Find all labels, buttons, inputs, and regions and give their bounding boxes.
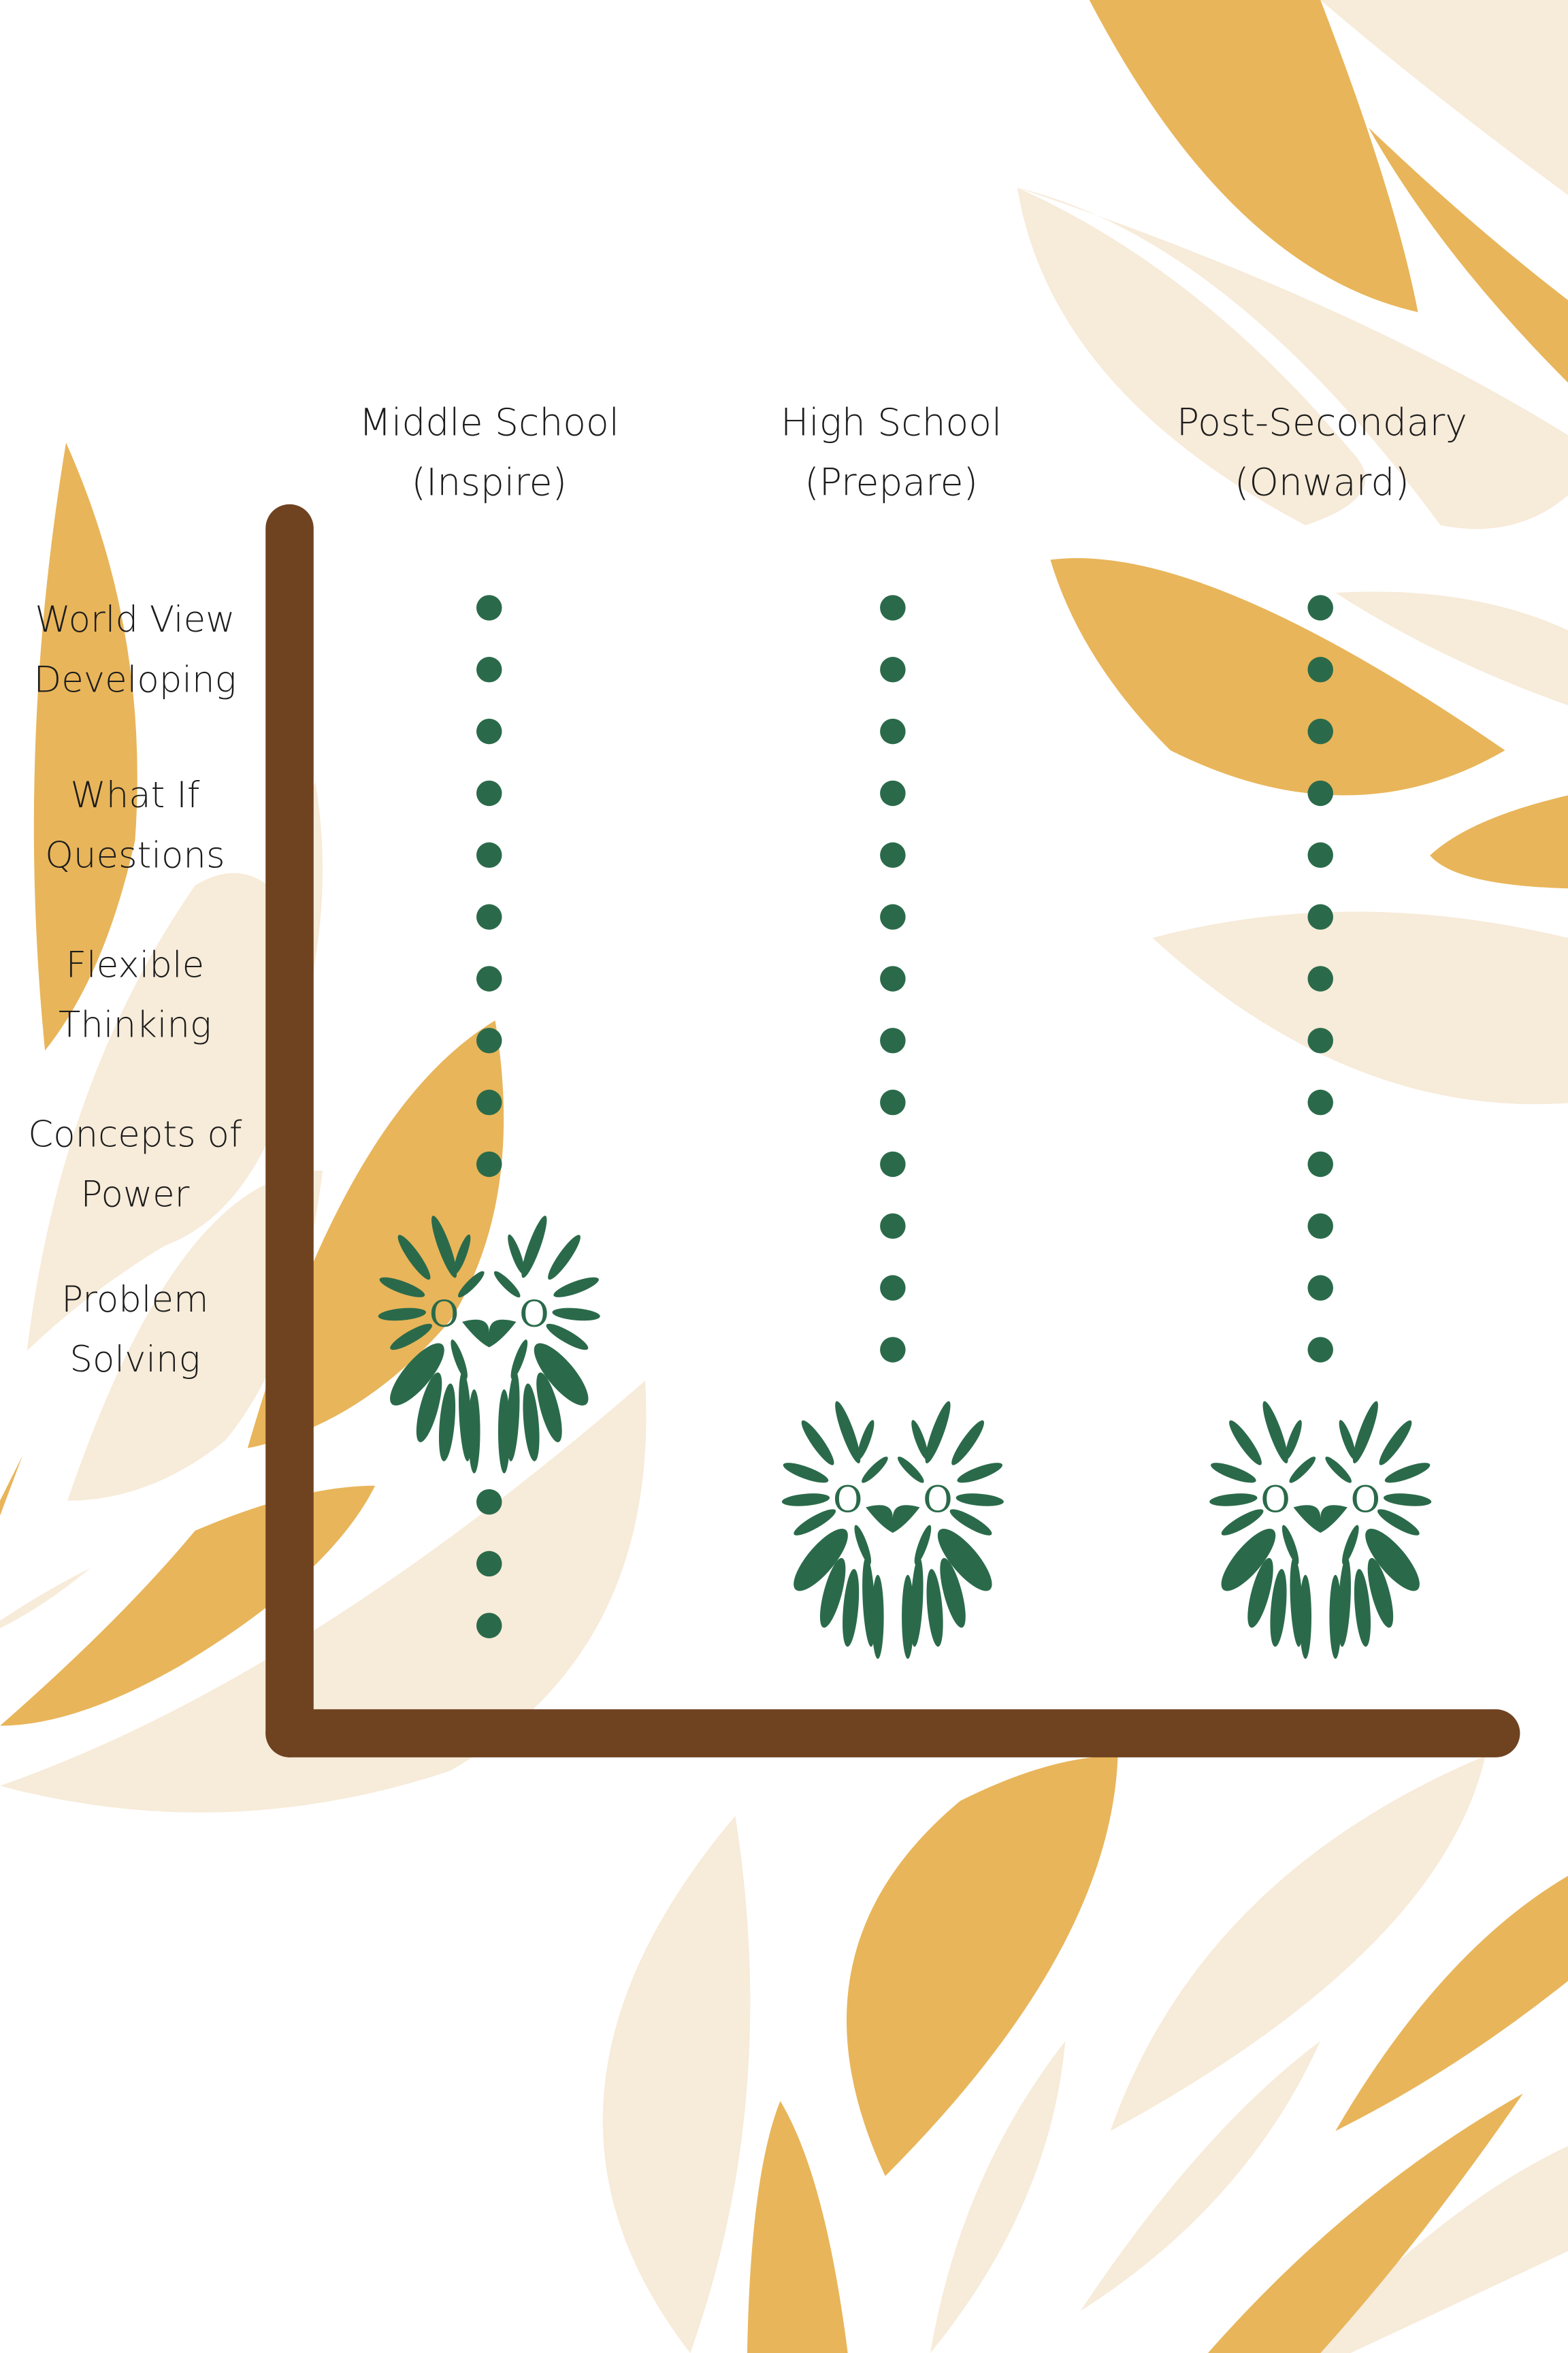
- row-label-line: Questions: [45, 834, 225, 877]
- progress-dot: [476, 657, 502, 683]
- progress-dot: [880, 718, 906, 745]
- owl-logo-icon: [781, 1399, 1004, 1659]
- progress-dot: [1307, 1151, 1333, 1178]
- row-label-line: World View: [35, 598, 235, 641]
- progress-dot: [880, 1337, 906, 1363]
- progress-dot: [880, 842, 906, 869]
- owl-logo-icon: [1209, 1399, 1432, 1659]
- progress-dot: [1307, 842, 1333, 869]
- progress-dot: [880, 966, 906, 992]
- progress-dot: [476, 595, 502, 621]
- progress-dot: [1307, 1275, 1333, 1301]
- column-subtitle: (Inspire): [411, 460, 568, 504]
- progress-dot: [1307, 718, 1333, 745]
- progress-dot: [880, 1275, 906, 1301]
- progress-dot: [880, 780, 906, 807]
- progress-dot: [1307, 904, 1333, 930]
- progress-dot: [1307, 595, 1333, 621]
- row-label-flexible-thinking: Flexible Thinking: [0, 935, 270, 1055]
- progress-dot: [476, 1551, 502, 1577]
- progress-dot: [476, 1089, 502, 1116]
- progress-dot: [1307, 657, 1333, 683]
- progress-dot: [1307, 1337, 1333, 1363]
- column-subtitle: (Prepare): [804, 460, 979, 504]
- column-title: High School: [780, 400, 1002, 444]
- progress-dot: [880, 904, 906, 930]
- progress-dot: [880, 1028, 906, 1054]
- column-header-post-secondary: Post-Secondary (Onward): [1142, 393, 1502, 513]
- column-title: Middle School: [359, 400, 620, 444]
- progress-dot: [476, 966, 502, 992]
- progress-dot: [1307, 1089, 1333, 1116]
- row-label-line: Power: [80, 1173, 190, 1216]
- row-label-line: Concepts of: [28, 1113, 242, 1156]
- row-label-world-view: World View Developing: [0, 589, 270, 709]
- progress-dot: [1307, 1028, 1333, 1054]
- progress-dot: [476, 718, 502, 745]
- row-label-what-if: What If Questions: [0, 765, 270, 885]
- owl-logo-icon: [378, 1214, 601, 1474]
- column-header-middle-school: Middle School (Inspire): [309, 393, 669, 513]
- progress-dot: [476, 904, 502, 930]
- row-label-line: Solving: [69, 1338, 201, 1381]
- progress-dot: [880, 595, 906, 621]
- progress-dot: [476, 1028, 502, 1054]
- progress-dot: [1307, 966, 1333, 992]
- row-label-line: Thinking: [59, 1004, 212, 1046]
- progress-dot: [476, 1612, 502, 1638]
- row-label-problem-solving: Problem Solving: [0, 1269, 270, 1389]
- row-label-line: What If: [70, 774, 200, 817]
- column-header-high-school: High School (Prepare): [711, 393, 1071, 513]
- progress-dot: [476, 780, 502, 807]
- progress-dot: [476, 1151, 502, 1178]
- row-label-concepts-of-power: Concepts of Power: [0, 1105, 270, 1224]
- row-label-line: Flexible: [65, 943, 205, 986]
- column-title: Post-Secondary: [1176, 400, 1467, 444]
- progress-dot: [880, 1089, 906, 1116]
- row-label-line: Developing: [33, 658, 237, 701]
- x-axis: [265, 1709, 1520, 1757]
- y-axis: [265, 504, 314, 1757]
- progress-dot: [476, 1489, 502, 1515]
- progress-dot: [880, 657, 906, 683]
- progress-dot: [880, 1151, 906, 1178]
- column-subtitle: (Onward): [1234, 460, 1409, 504]
- progress-dot: [1307, 1213, 1333, 1239]
- progress-dot: [880, 1213, 906, 1239]
- row-label-line: Problem: [61, 1278, 209, 1321]
- progress-dot: [476, 842, 502, 869]
- progress-dot: [1307, 780, 1333, 807]
